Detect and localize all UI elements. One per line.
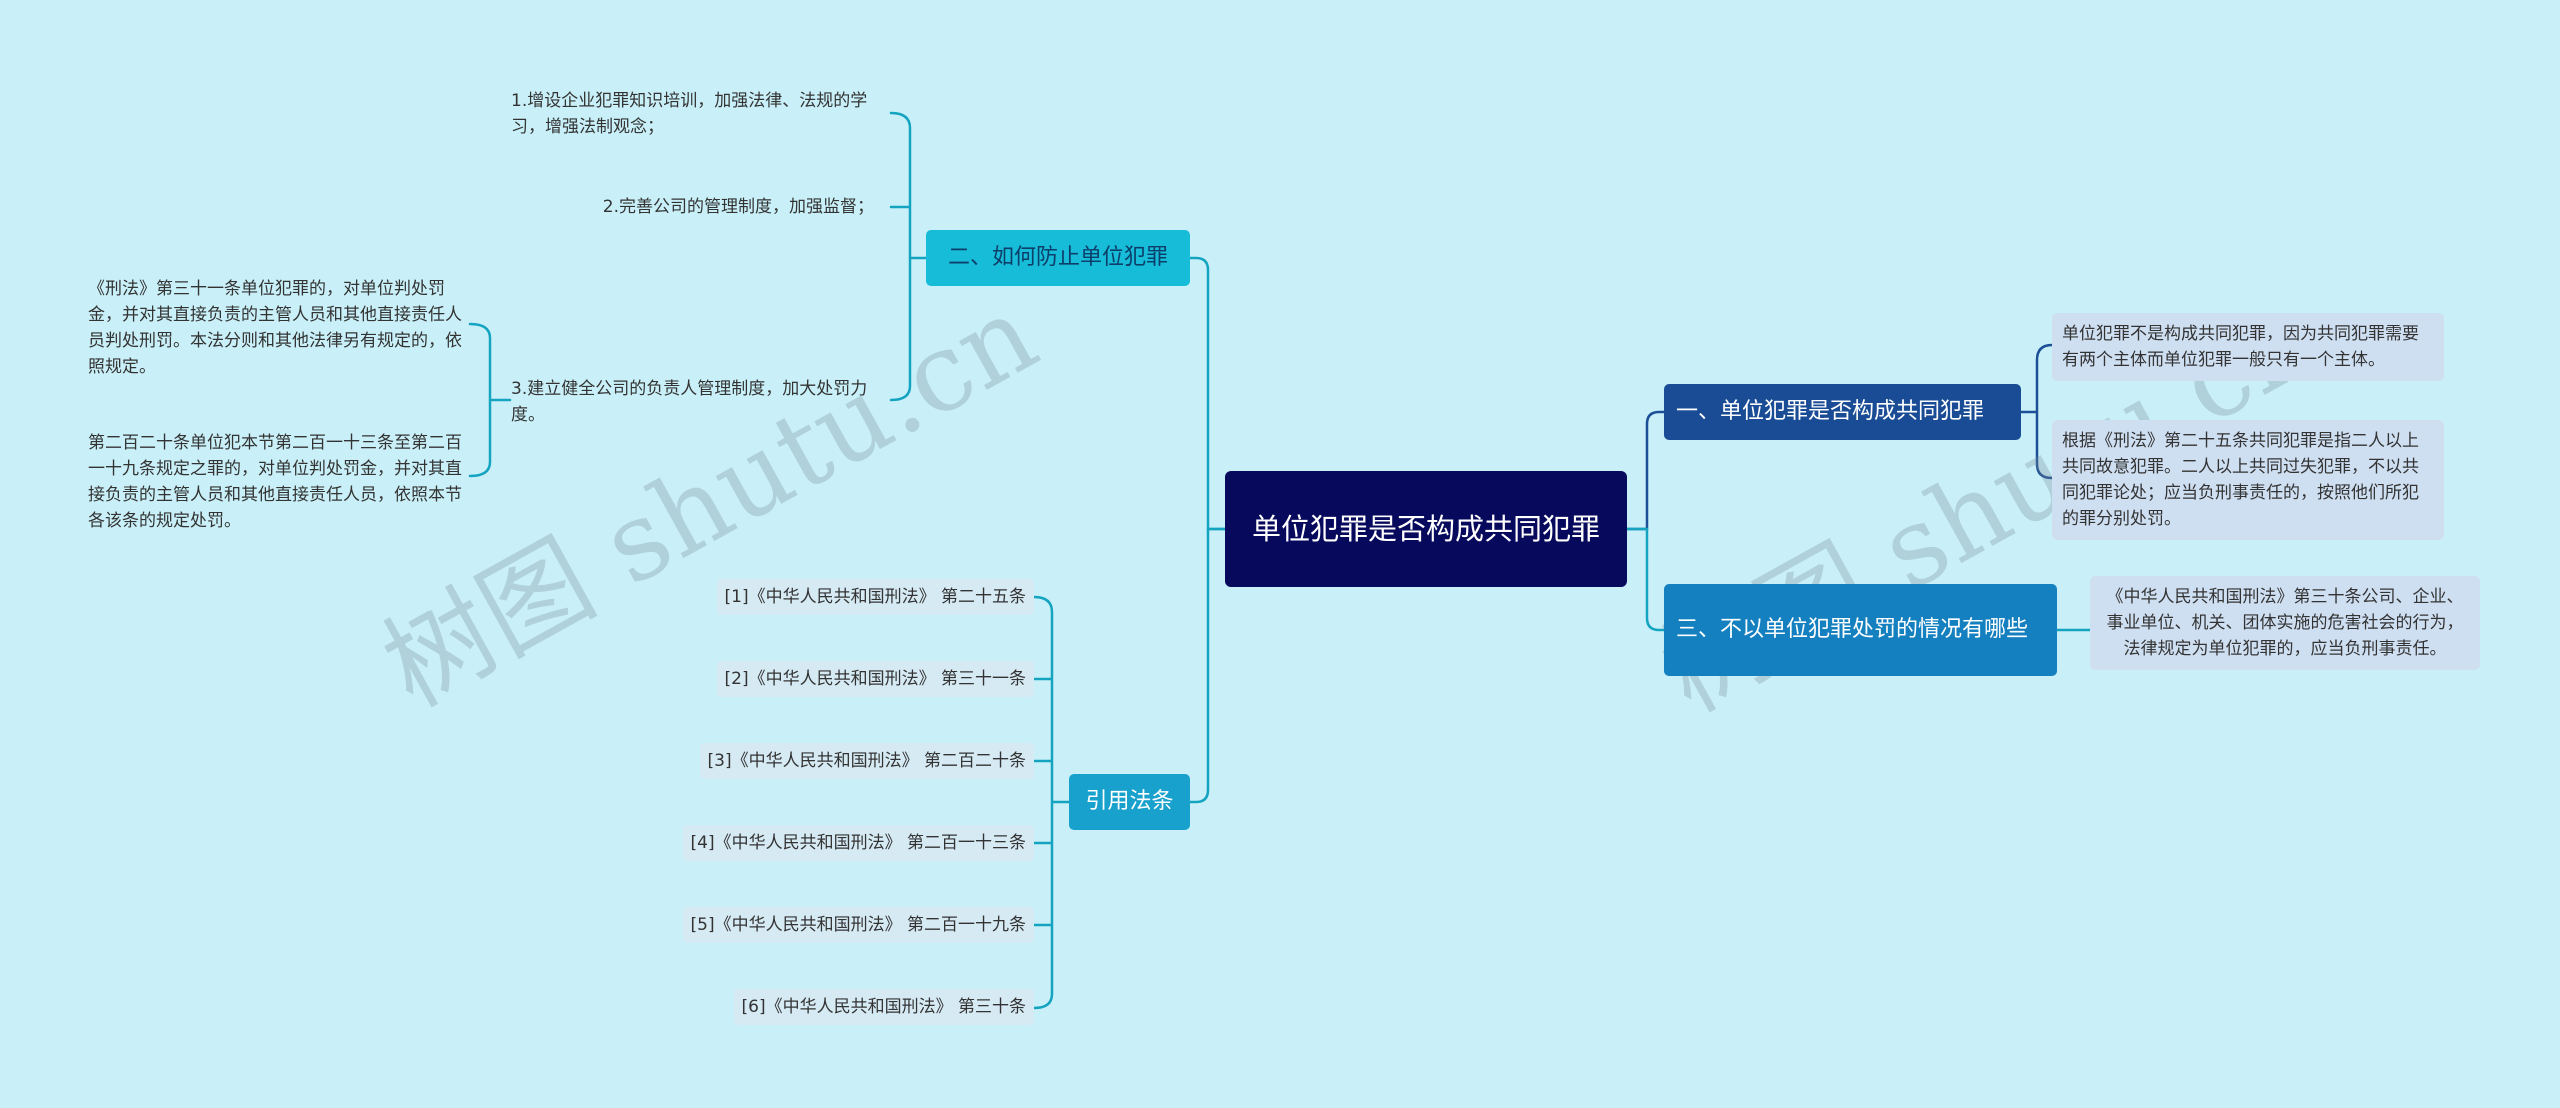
link-laws-bracket bbox=[1032, 595, 1071, 1010]
link-joint-bracket bbox=[2019, 343, 2054, 480]
law-ref-3[interactable]: [3]《中华人民共和国刑法》 第二百二十条 bbox=[699, 743, 1034, 779]
prevent-item-2: 2.完善公司的管理制度，加强监督； bbox=[602, 197, 874, 217]
joint-item-2: 根据《刑法》第二十五条共同犯罪是指二人以上共同故意犯罪。二人以上共同过失犯罪，不… bbox=[2052, 420, 2444, 540]
law-ref-1[interactable]: [1]《中华人民共和国刑法》 第二十五条 bbox=[716, 579, 1034, 615]
topic-laws[interactable]: 引用法条 bbox=[1069, 774, 1190, 830]
link-item3-bracket bbox=[468, 322, 512, 478]
prevent-item-1: 1.增设企业犯罪知识培训，加强法律、法规的学习，增强法制观念； bbox=[511, 91, 868, 137]
prevent-item-3: 3.建立健全公司的负责人管理制度，加大处罚力度。 bbox=[511, 379, 868, 425]
law-ref-6[interactable]: [6]《中华人民共和国刑法》 第三十条 bbox=[733, 989, 1034, 1025]
link-root-prevent bbox=[1188, 256, 1227, 531]
joint-item-1: 单位犯罪不是构成共同犯罪，因为共同犯罪需要有两个主体而单位犯罪一般只有一个主体。 bbox=[2052, 313, 2444, 381]
law-note-article-31: 《刑法》第三十一条单位犯罪的，对单位判处罚金，并对其直接负责的主管人员和其他直接… bbox=[88, 279, 462, 377]
law-ref-2[interactable]: [2]《中华人民共和国刑法》 第三十一条 bbox=[716, 661, 1034, 697]
link-prevent-bracket bbox=[889, 111, 928, 402]
topic-joint-crime[interactable]: 一、单位犯罪是否构成共同犯罪 bbox=[1664, 384, 2021, 440]
link-root-joint bbox=[1625, 410, 1666, 531]
root-topic[interactable]: 单位犯罪是否构成共同犯罪 bbox=[1225, 471, 1627, 587]
link-root-exempt bbox=[1625, 527, 1666, 632]
exempt-item-1: 《中华人民共和国刑法》第三十条公司、企业、事业单位、机关、团体实施的危害社会的行… bbox=[2090, 576, 2480, 670]
law-ref-4[interactable]: [4]《中华人民共和国刑法》 第二百一十三条 bbox=[682, 825, 1034, 861]
link-root-laws bbox=[1188, 527, 1227, 804]
topic-exempt[interactable]: 三、不以单位犯罪处罚的情况有哪些 bbox=[1664, 584, 2057, 676]
topic-prevent[interactable]: 二、如何防止单位犯罪 bbox=[926, 230, 1190, 286]
law-ref-5[interactable]: [5]《中华人民共和国刑法》 第二百一十九条 bbox=[682, 907, 1034, 943]
law-note-article-220: 第二百二十条单位犯本节第二百一十三条至第二百一十九条规定之罪的，对单位判处罚金，… bbox=[88, 433, 462, 531]
